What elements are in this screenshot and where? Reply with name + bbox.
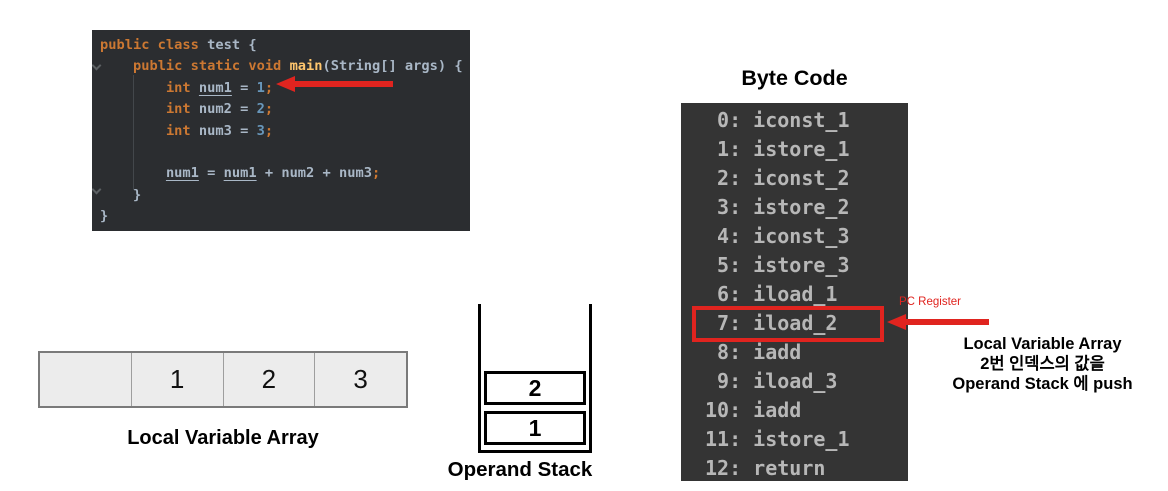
code-token: num2 = <box>190 101 257 118</box>
code-line: int num3 = 3; <box>100 121 470 142</box>
pc-register-label: PC Register <box>899 296 961 308</box>
code-token: ; <box>264 79 274 96</box>
code-token: num1 <box>165 165 199 182</box>
code-line: } <box>100 185 470 206</box>
bytecode-instruction: 1: istore_1 <box>705 137 850 161</box>
pc-highlight-box <box>692 306 884 342</box>
code-token: test { <box>198 37 257 53</box>
code-token: int <box>165 122 191 139</box>
annotation-text: Local Variable Array 2번 인덱스의 값을 Operand … <box>925 334 1160 394</box>
bytecode-instruction: 2: iconst_2 <box>705 166 850 190</box>
code-token: ; <box>264 101 274 118</box>
bytecode-instruction: 4: iconst_3 <box>705 224 850 248</box>
code-token <box>281 58 289 74</box>
code-token: public static void <box>132 58 282 75</box>
code-token: public class <box>100 37 199 53</box>
array-cell: 2 <box>224 353 316 406</box>
bytecode-instruction: 9: iload_3 <box>705 369 838 393</box>
annotation-line: 2번 인덱스의 값을 <box>980 355 1105 373</box>
code-token: (String[] args) { <box>322 58 463 75</box>
code-line: public static void main(String[] args) { <box>100 56 470 77</box>
code-line: public class test { <box>100 35 470 56</box>
bytecode-title: Byte Code <box>741 66 848 90</box>
code-token: = <box>231 79 257 96</box>
annotation-line: Operand Stack 에 push <box>952 375 1133 393</box>
code-token: + num2 + num3 <box>256 165 372 182</box>
code-line <box>100 142 470 163</box>
code-token: 3 <box>256 122 265 139</box>
code-line: num1 = num1 + num2 + num3; <box>100 163 470 184</box>
array-cell: 1 <box>132 353 224 406</box>
array-cell: 3 <box>353 364 368 394</box>
bytecode-panel: 0: iconst_1 1: istore_1 2: iconst_2 3: i… <box>681 103 908 481</box>
code-line: int num1 = 1; <box>100 78 470 99</box>
code-token: 1 <box>256 79 265 96</box>
code-token: ; <box>264 122 274 139</box>
code-token: int <box>165 101 191 118</box>
local-variable-array-label: Local Variable Array <box>127 427 319 449</box>
bytecode-instruction: 12: return <box>705 456 826 480</box>
code-token: } <box>100 208 109 225</box>
pc-register-arrow-icon <box>887 314 989 330</box>
code-line: } <box>100 206 470 227</box>
bytecode-instruction: 7: iload_2 <box>705 311 838 335</box>
arrow-head <box>276 76 295 92</box>
arrow-shaft <box>904 319 989 325</box>
stack-item: 1 <box>484 411 586 445</box>
code-line: int num2 = 2; <box>100 99 470 120</box>
bytecode-instruction: 8: iadd <box>705 340 802 364</box>
bytecode-instruction: 3: istore_2 <box>705 195 850 219</box>
bytecode-instruction: 0: iconst_1 <box>705 108 850 132</box>
operand-stack-label: Operand Stack <box>447 458 593 481</box>
bytecode-instruction: 11: istore_1 <box>705 427 850 451</box>
arrow-shaft <box>293 81 393 87</box>
code-token: main <box>289 58 323 75</box>
stack-item: 2 <box>484 371 586 405</box>
code-token: = <box>198 165 224 182</box>
bytecode-instruction: 10: iadd <box>705 398 802 422</box>
code-token: } <box>100 186 142 203</box>
bytecode-instruction: 6: iload_1 <box>705 282 838 306</box>
code-line-pointer-arrow-icon <box>276 76 393 92</box>
annotation-line: Local Variable Array <box>963 335 1122 353</box>
code-token: ; <box>371 165 381 182</box>
bytecode-lines: 0: iconst_1 1: istore_1 2: iconst_2 3: i… <box>681 106 908 483</box>
code-lines: public class test { public static void m… <box>100 35 470 228</box>
bytecode-instruction: 5: istore_3 <box>705 253 850 277</box>
indent-guide <box>133 75 134 190</box>
code-token: num1 <box>198 79 232 96</box>
code-token <box>100 58 133 74</box>
array-cell <box>40 353 132 406</box>
code-editor-panel: public class test { public static void m… <box>92 30 470 231</box>
code-token: num3 = <box>190 122 257 139</box>
arrow-head <box>887 314 906 330</box>
code-token: num1 <box>223 165 257 182</box>
code-token <box>191 80 199 96</box>
code-token: int <box>165 79 191 96</box>
code-token: 2 <box>256 101 265 118</box>
